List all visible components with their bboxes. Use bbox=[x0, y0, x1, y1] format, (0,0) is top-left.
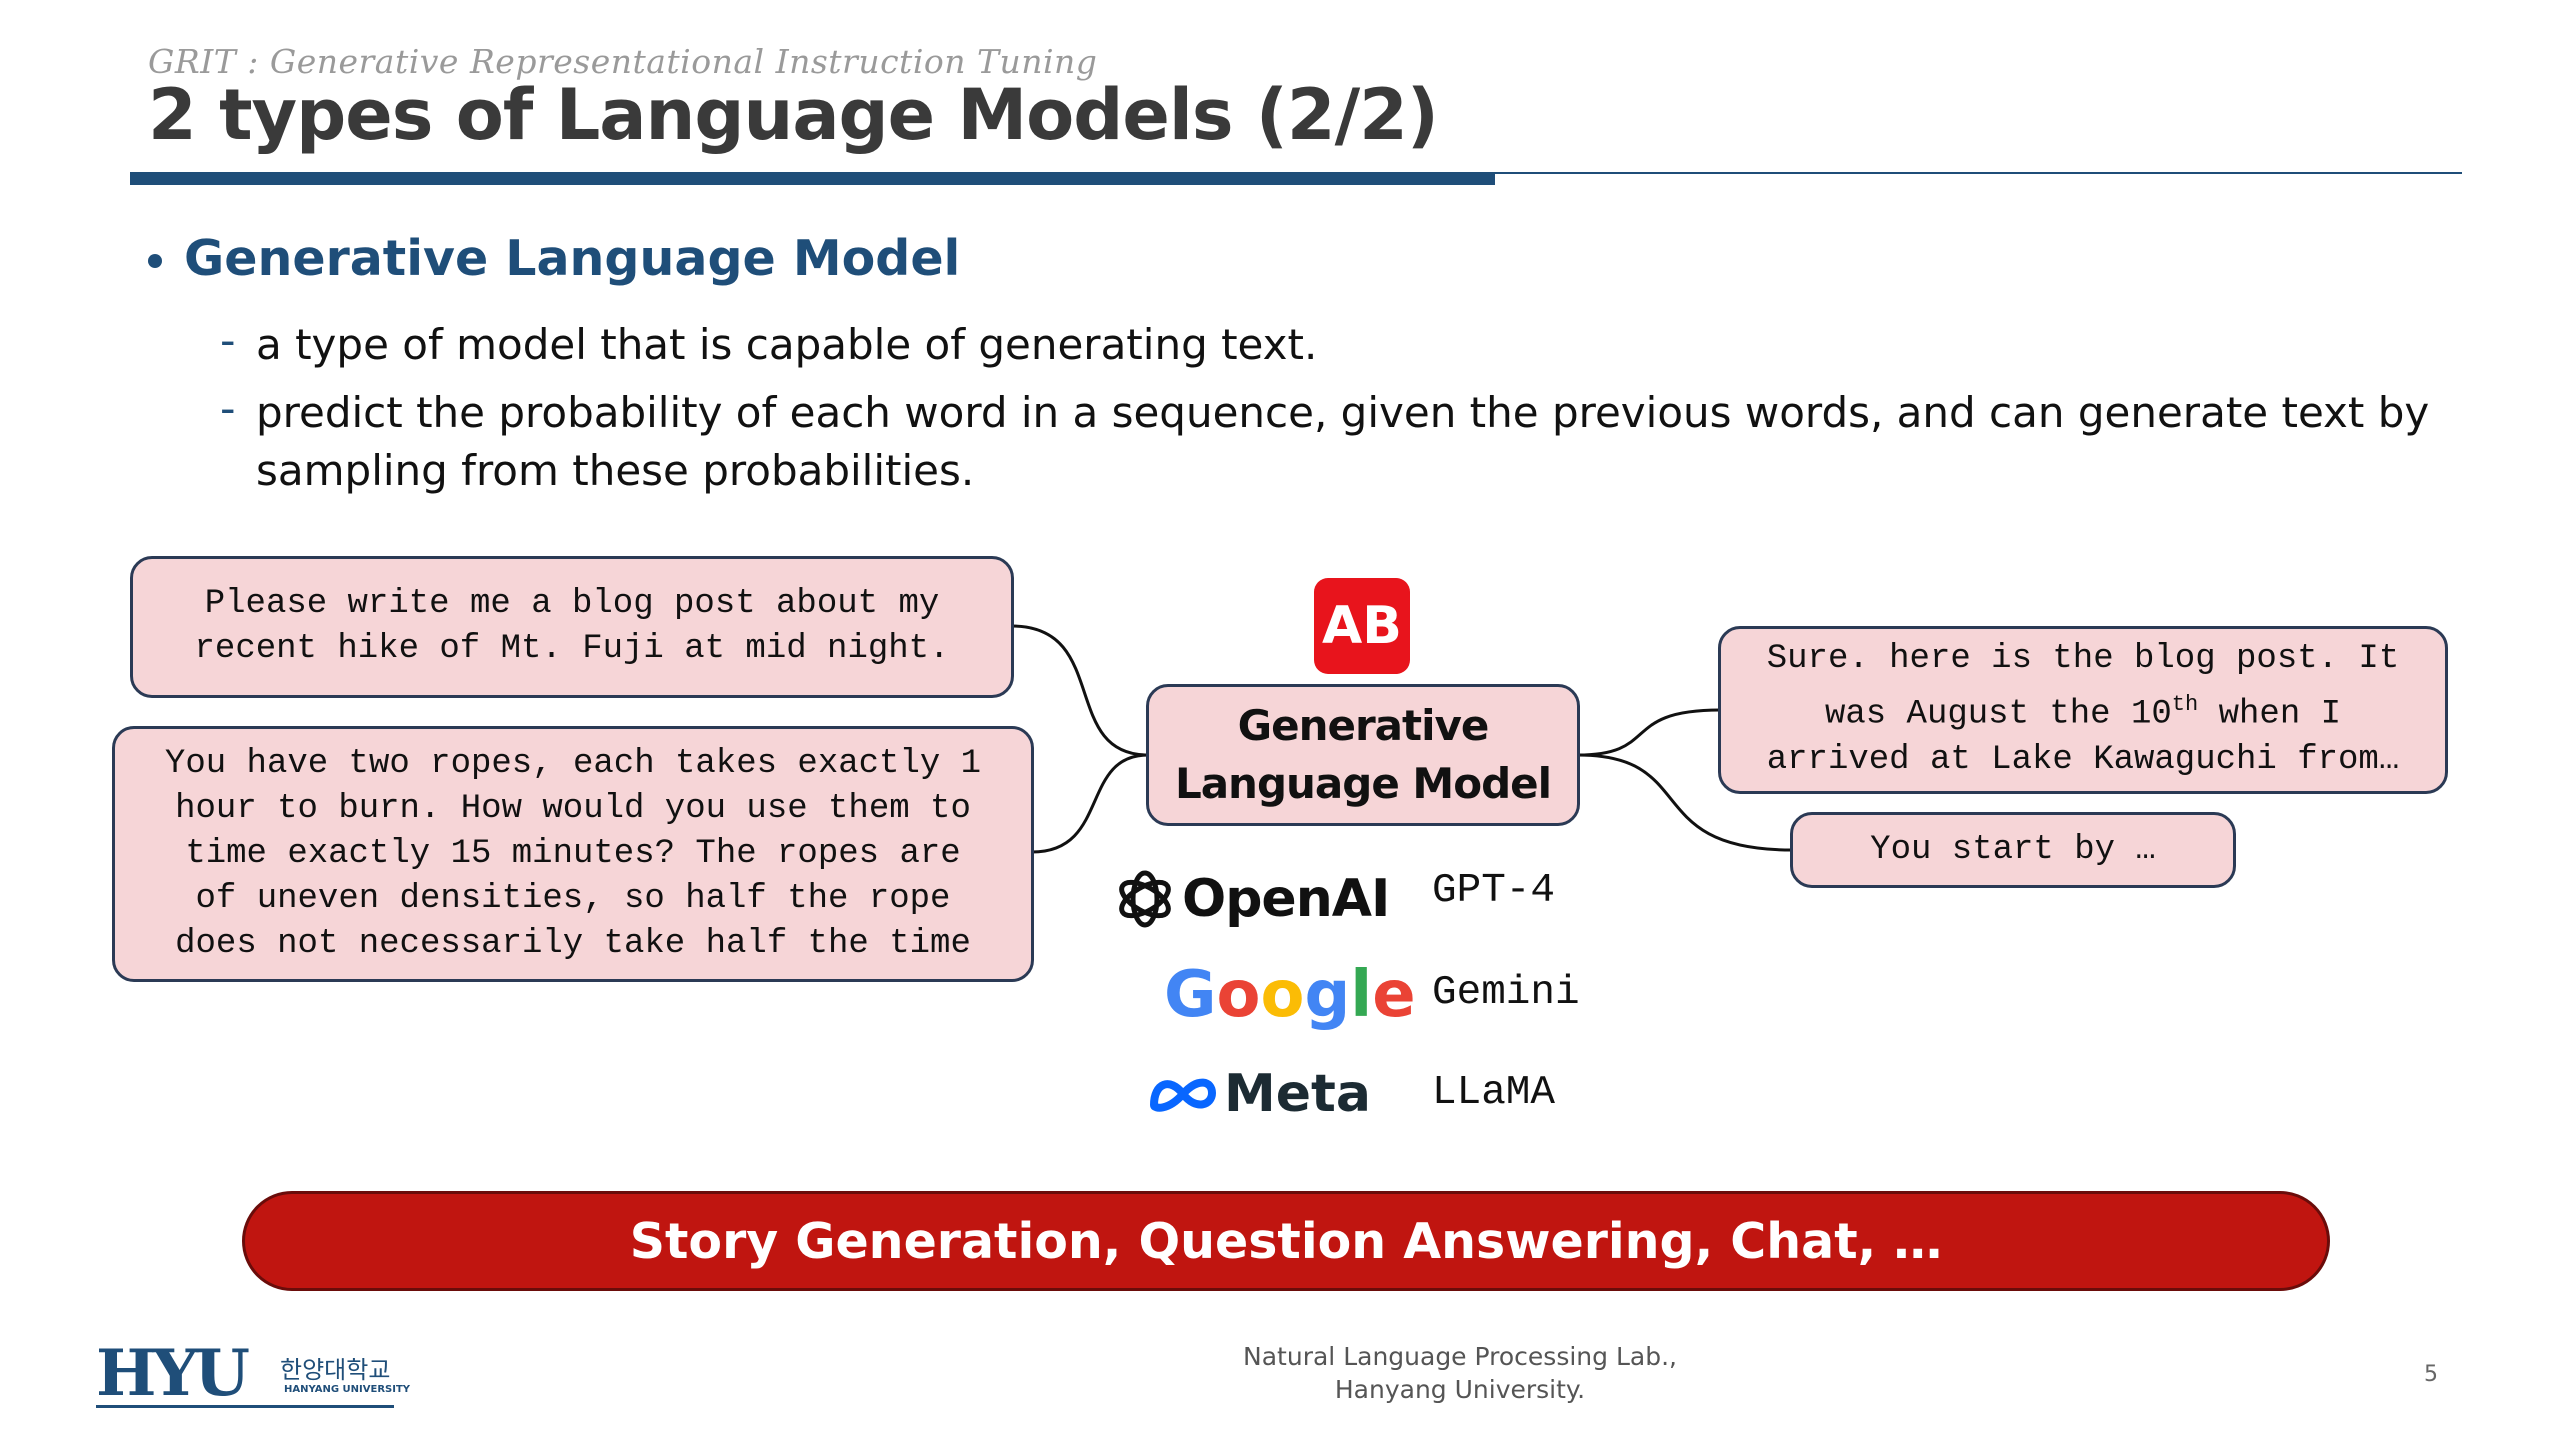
output-blog-post-line: was August the 10th when I bbox=[1767, 682, 2400, 737]
bullet-dot bbox=[148, 254, 162, 268]
connector-output-1 bbox=[1577, 708, 1721, 757]
slide-title: 2 types of Language Models (2/2) bbox=[148, 74, 1439, 156]
center-box-line: Generative bbox=[1237, 701, 1490, 750]
openai-wordmark: OpenAI bbox=[1182, 869, 1390, 929]
bullet-heading: Generative Language Model bbox=[184, 230, 961, 287]
connector-input-1 bbox=[1011, 624, 1149, 757]
google-letter: e bbox=[1372, 958, 1416, 1032]
openai-logo-icon bbox=[1119, 870, 1171, 928]
sub-bullet-2-line-1: predict the probability of each word in … bbox=[256, 388, 2430, 437]
hyu-logo-korean: 한양대학교 bbox=[280, 1356, 391, 1384]
sub-bullet-1: a type of model that is capable of gener… bbox=[256, 320, 1318, 369]
output-text: was August the 10 bbox=[1824, 695, 2172, 734]
footer-line: Natural Language Processing Lab., bbox=[1243, 1342, 1677, 1371]
input-prompt-ropes-line: does not necessarily take half the time bbox=[175, 924, 971, 963]
openai-logo: OpenAI bbox=[1112, 866, 1390, 932]
input-prompt-blog-line: recent hike of Mt. Fuji at mid night. bbox=[194, 630, 950, 668]
meta-wordmark: Meta bbox=[1224, 1064, 1371, 1124]
applications-banner: Story Generation, Question Answering, Ch… bbox=[242, 1191, 2330, 1291]
output-blog-post-line: arrived at Lake Kawaguchi from… bbox=[1766, 740, 2400, 779]
title-underline-thick bbox=[130, 173, 1495, 185]
google-letter: g bbox=[1304, 958, 1351, 1032]
connector-input-2 bbox=[1031, 753, 1149, 854]
sub-bullet-2-line-2: sampling from these probabilities. bbox=[256, 446, 975, 495]
input-prompt-ropes-line: of uneven densities, so half the rope bbox=[195, 879, 951, 918]
ab-emoji-icon: AB bbox=[1314, 578, 1410, 674]
input-prompt-ropes-line: hour to burn. How would you use them to bbox=[175, 789, 971, 828]
input-prompt-blog-line: Please write me a blog post about my bbox=[204, 585, 940, 623]
model-llama: LLaMA bbox=[1432, 1070, 1556, 1116]
output-blog-post: Sure. here is the blog post. It was Augu… bbox=[1718, 626, 2448, 794]
hyu-logo-underline bbox=[96, 1405, 394, 1408]
hyu-logo-english: HANYANG UNIVERSITY bbox=[284, 1384, 411, 1395]
model-gpt4: GPT-4 bbox=[1432, 868, 1556, 914]
google-letter: o bbox=[1216, 958, 1261, 1032]
output-you-start-by: You start by … bbox=[1790, 812, 2236, 888]
meta-logo: Meta bbox=[1148, 1064, 1371, 1124]
google-letter: G bbox=[1164, 958, 1217, 1032]
center-box-line: Language Model bbox=[1174, 759, 1552, 808]
model-gemini: Gemini bbox=[1432, 970, 1580, 1016]
input-prompt-ropes-line: time exactly 15 minutes? The ropes are bbox=[185, 834, 961, 873]
slide-subtitle: GRIT : Generative Representational Instr… bbox=[148, 42, 1098, 81]
output-text: when I bbox=[2198, 695, 2342, 734]
google-letter: o bbox=[1260, 958, 1305, 1032]
meta-logo-icon bbox=[1150, 1078, 1216, 1112]
input-prompt-blog: Please write me a blog post about my rec… bbox=[130, 556, 1014, 698]
footer-lab-name: Natural Language Processing Lab., Hanyan… bbox=[1080, 1340, 1840, 1406]
google-letter: l bbox=[1350, 958, 1373, 1032]
dash-marker: - bbox=[220, 316, 236, 366]
superscript-th: th bbox=[2171, 692, 2199, 718]
generative-language-model-box: Generative Language Model bbox=[1146, 684, 1580, 826]
footer-line: Hanyang University. bbox=[1334, 1375, 1586, 1404]
hyu-logo: HYU bbox=[96, 1336, 250, 1411]
page-number: 5 bbox=[2424, 1362, 2438, 1387]
connector-output-2 bbox=[1577, 753, 1793, 852]
input-prompt-ropes: You have two ropes, each takes exactly 1… bbox=[112, 726, 1034, 982]
dash-marker: - bbox=[220, 384, 236, 434]
input-prompt-ropes-line: You have two ropes, each takes exactly 1 bbox=[164, 744, 982, 783]
output-blog-post-line: Sure. here is the blog post. It bbox=[1766, 640, 2400, 679]
